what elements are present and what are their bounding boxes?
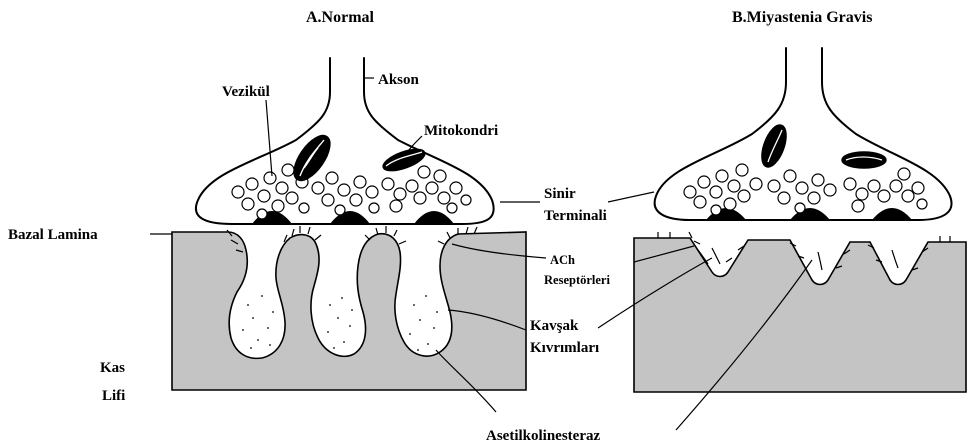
label-reseptorleri: Reseptörleri <box>544 273 610 287</box>
label-terminali: Terminali <box>544 208 607 224</box>
label-ach: ACh <box>550 253 575 267</box>
mitochondria-mg <box>757 122 886 170</box>
label-lifi: Lifi <box>102 388 125 404</box>
muscle-fiber-normal <box>172 232 526 390</box>
panel-normal-title: A.Normal <box>306 9 375 26</box>
label-bazal-lamina: Bazal Lamina <box>8 227 98 243</box>
fold-dots-normal <box>242 295 438 351</box>
vesicles-mg <box>684 164 927 215</box>
active-zone-mg <box>706 208 912 220</box>
label-kivrimlari: Kıvrımları <box>530 340 599 356</box>
ach-receptor-spikes-normal <box>227 226 477 252</box>
leader-vezikul <box>266 100 272 176</box>
label-mitokondri: Mitokondri <box>424 123 498 139</box>
label-sinir: Sinir <box>544 186 576 202</box>
leader-sinir-b <box>608 192 654 202</box>
label-kas: Kas <box>100 360 125 376</box>
label-kavsak: Kavşak <box>530 318 579 334</box>
panel-mg-title: B.Miyastenia Gravis <box>732 9 872 26</box>
vesicles-normal <box>232 164 471 219</box>
panel-myasthenia-gravis: B.Miyastenia Gravis <box>634 9 966 392</box>
panel-normal: A.Normal <box>172 9 526 390</box>
label-vezikul: Vezikül <box>222 84 270 100</box>
muscle-fiber-mg <box>634 238 966 392</box>
label-asetilkolinesteraz: Asetilkolinesteraz <box>486 428 600 444</box>
active-zone-normal <box>252 211 454 224</box>
label-akson: Akson <box>378 72 420 88</box>
